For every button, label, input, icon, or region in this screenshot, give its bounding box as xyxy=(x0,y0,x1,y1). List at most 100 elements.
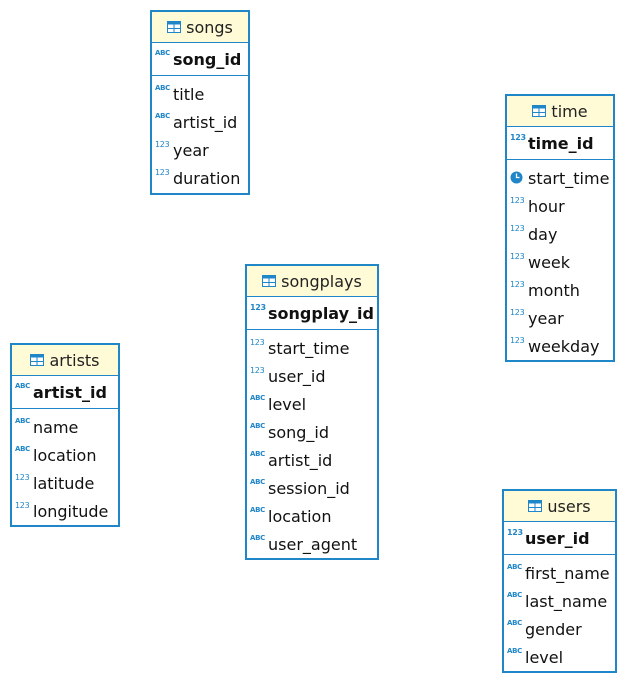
numeric-type-icon: 123 xyxy=(15,501,30,510)
numeric-type-icon: 123 xyxy=(510,252,525,261)
numeric-type-icon: 123 xyxy=(250,338,265,347)
text-type-icon: ABC xyxy=(250,506,265,514)
column-name: location xyxy=(268,506,332,526)
clock-icon xyxy=(510,171,528,186)
table-header[interactable]: songplays xyxy=(247,266,377,297)
column-name: day xyxy=(528,224,558,244)
table-name: users xyxy=(547,496,591,516)
numeric-type-icon: 123 xyxy=(510,336,525,345)
table-icon xyxy=(528,497,543,516)
numeric-type-icon: 123 xyxy=(15,473,30,482)
text-type-icon: ABC xyxy=(155,84,170,92)
column-row[interactable]: start_time xyxy=(507,164,613,192)
table-name: songs xyxy=(186,17,233,37)
text-type-icon: ABC xyxy=(507,563,522,571)
table-header[interactable]: songs xyxy=(152,12,248,43)
column-name: weekday xyxy=(528,336,600,356)
numeric-type-icon: 123 xyxy=(510,196,525,205)
text-type-icon: ABC xyxy=(507,591,522,599)
primary-key-name: artist_id xyxy=(33,382,107,402)
numeric-key-type-icon: 123 xyxy=(507,528,523,537)
column-name: title xyxy=(173,84,205,104)
column-name: artist_id xyxy=(268,450,333,470)
text-type-icon: ABC xyxy=(250,422,265,430)
table-header[interactable]: time xyxy=(507,96,613,127)
text-type-icon: ABC xyxy=(15,445,30,453)
column-name: location xyxy=(33,445,97,465)
table-header[interactable]: artists xyxy=(12,345,118,376)
column-name: name xyxy=(33,417,79,437)
column-name: first_name xyxy=(525,563,610,583)
table-name: songplays xyxy=(281,271,362,291)
column-name: hour xyxy=(528,196,565,216)
table-icon xyxy=(167,18,182,37)
text-key-type-icon: ABC xyxy=(15,382,30,390)
column-name: month xyxy=(528,280,580,300)
table-header[interactable]: users xyxy=(504,491,615,522)
column-name: latitude xyxy=(33,473,95,493)
primary-key-name: songplay_id xyxy=(268,303,374,323)
column-name: week xyxy=(528,252,571,272)
numeric-type-icon: 123 xyxy=(155,168,170,177)
numeric-type-icon: 123 xyxy=(510,308,525,317)
text-type-icon: ABC xyxy=(507,619,522,627)
column-name: longitude xyxy=(33,501,109,521)
table-icon xyxy=(532,102,547,121)
text-type-icon: ABC xyxy=(155,112,170,120)
column-name: year xyxy=(173,140,209,160)
table-icon xyxy=(30,351,45,370)
column-name: user_id xyxy=(268,366,326,386)
numeric-key-type-icon: 123 xyxy=(250,303,266,312)
column-name: level xyxy=(268,394,307,414)
column-name: song_id xyxy=(268,422,330,442)
text-type-icon: ABC xyxy=(250,478,265,486)
text-type-icon: ABC xyxy=(250,534,265,542)
numeric-type-icon: 123 xyxy=(510,280,525,289)
text-type-icon: ABC xyxy=(507,647,522,655)
table-icon xyxy=(262,272,277,291)
table-name: time xyxy=(551,101,588,121)
numeric-type-icon: 123 xyxy=(510,224,525,233)
column-name: duration xyxy=(173,168,241,188)
